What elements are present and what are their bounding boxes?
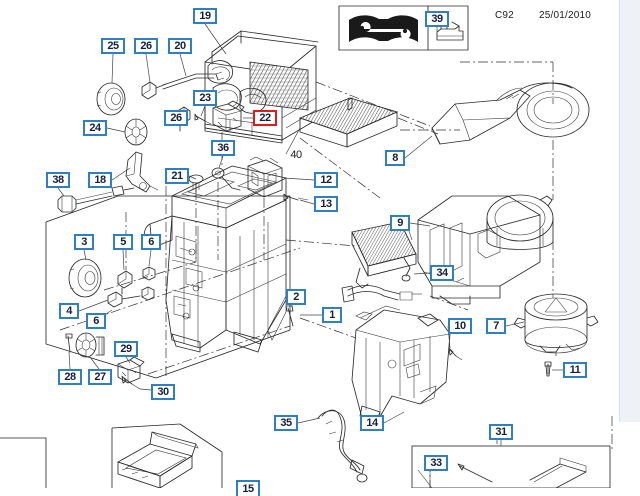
callout-tag-6[interactable]: 6 [86,313,106,329]
callout-tag-9[interactable]: 9 [390,215,410,231]
callout-tag-36[interactable]: 36 [211,140,235,156]
top-left-small-parts [96,71,245,146]
blower-assembly-right [351,82,599,377]
callout-tag-23[interactable]: 23 [193,90,217,106]
cabin-filter-part-40 [298,97,399,148]
callout-tag-10[interactable]: 10 [448,318,472,334]
manual-wrench-icon [349,15,418,42]
callout-tag-27[interactable]: 27 [88,369,112,385]
callout-tag-34[interactable]: 34 [430,265,454,281]
main-hvac-housing-part-1 [45,165,294,379]
callout-tag-3[interactable]: 3 [74,234,94,250]
callout-tag-28[interactable]: 28 [58,369,82,385]
upper-case-mesh [249,61,309,111]
callout-tag-14[interactable]: 14 [360,415,384,431]
callout-tag-5[interactable]: 5 [113,234,133,250]
callout-tag-7[interactable]: 7 [486,318,506,334]
bottom-left-inset [0,423,223,488]
callout-tag-39[interactable]: 39 [425,11,449,27]
hvac-upper-case-part-19 [204,30,319,144]
callout-tag-31[interactable]: 31 [489,424,513,440]
callout-tag-20[interactable]: 20 [168,38,192,54]
callout-tag-1[interactable]: 1 [322,307,342,323]
callout-tag-25[interactable]: 25 [101,38,125,54]
header-code: C92 [495,10,514,21]
callout-tag-22[interactable]: 22 [253,110,277,126]
callout-tag-26[interactable]: 26 [164,110,188,126]
header-icon-frame [338,5,469,51]
callout-tag-35[interactable]: 35 [274,415,298,431]
callout-tag-2[interactable]: 2 [286,289,306,305]
callout-tag-33[interactable]: 33 [424,455,448,471]
callout-tag-18[interactable]: 18 [88,172,112,188]
callout-tag-19[interactable]: 19 [193,8,217,24]
callout-tag-6[interactable]: 6 [141,234,161,250]
callout-tag-30[interactable]: 30 [151,384,175,400]
callout-tag-12[interactable]: 12 [314,172,338,188]
callout-tag-21[interactable]: 21 [165,168,189,184]
leader-lines [57,23,563,472]
callout-tag-29[interactable]: 29 [114,341,138,357]
callout-tag-15[interactable]: 15 [236,480,260,496]
callout-tag-24[interactable]: 24 [83,120,107,136]
left-small-parts [57,151,309,390]
callout-tag-11[interactable]: 11 [563,362,587,378]
callout-tag-8[interactable]: 8 [385,150,405,166]
callout-tag-4[interactable]: 4 [59,303,79,319]
bottom-right-inset-panel [411,445,611,488]
distribution-duct-part-14 [317,285,463,483]
callout-tag-26[interactable]: 26 [134,38,158,54]
callout-tag-38[interactable]: 38 [46,172,70,188]
plain-label-40: 40 [290,148,302,161]
right-edge-band [619,0,640,422]
callout-tag-13[interactable]: 13 [314,196,338,212]
header-date: 25/01/2010 [539,10,592,21]
